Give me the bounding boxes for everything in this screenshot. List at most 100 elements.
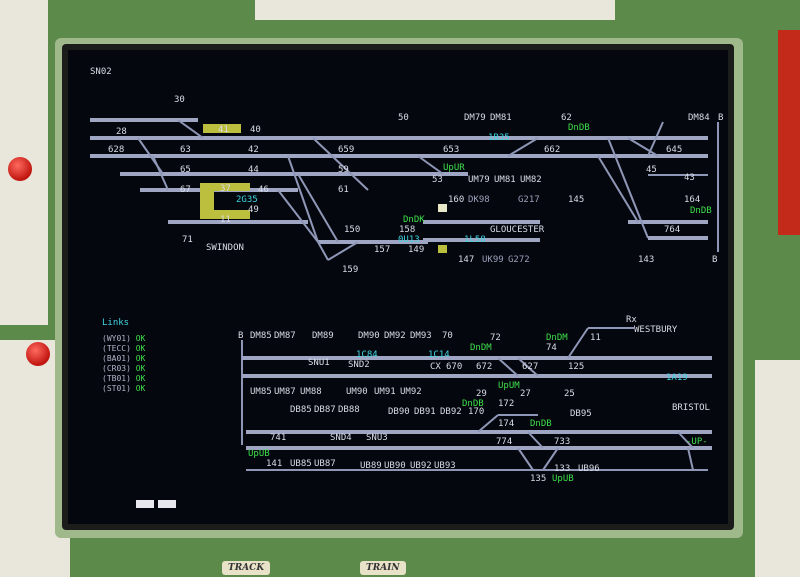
signal-label: 53	[432, 175, 443, 185]
signal-label: G217	[518, 195, 540, 205]
signal-label: SNU1	[308, 358, 330, 368]
platform-text: -UP-	[686, 437, 708, 447]
boundary-label: B	[712, 255, 717, 265]
signal-label: 67	[180, 185, 191, 195]
signal-label: 74	[546, 343, 557, 353]
signal-label: DB92	[440, 407, 462, 417]
signal-label: DB87	[314, 405, 336, 415]
train-description: 1C84	[356, 350, 378, 360]
signal-label: Rx	[626, 315, 637, 325]
signal-label: 628	[108, 145, 124, 155]
signal-label: 49	[248, 205, 259, 215]
signal-label: 125	[568, 362, 584, 372]
signal-label: UM92	[400, 387, 422, 397]
station-name: WESTBURY	[634, 325, 678, 335]
signal-label: 30	[174, 95, 185, 105]
signal-label: 62	[561, 113, 572, 123]
signal-label: DnDB	[530, 419, 552, 429]
signal-label: 46	[258, 185, 269, 195]
link-code: (CR03)	[102, 364, 131, 373]
link-status: OK	[135, 354, 146, 363]
signal-label: DB91	[414, 407, 436, 417]
signal-label: UM90	[346, 387, 368, 397]
signal-label: DnDB	[690, 206, 712, 216]
signal-label: 158	[399, 225, 415, 235]
signal-label: 774	[496, 437, 512, 447]
link-status: OK	[135, 384, 146, 393]
signal-label: DM84	[688, 113, 710, 123]
link-status: OK	[135, 344, 146, 353]
signal-label: 662	[544, 145, 560, 155]
signal-label: UB92	[410, 461, 432, 471]
signal-label: UM88	[300, 387, 322, 397]
train-description: 1L58	[464, 235, 486, 245]
signal-label: UpUR	[443, 163, 465, 173]
signal-label: 764	[664, 225, 680, 235]
signal-label: 164	[684, 195, 700, 205]
signal-label: 141	[266, 459, 282, 469]
signal-label: CX	[430, 362, 441, 372]
paper-note-top	[255, 0, 615, 20]
signal-label: 160	[448, 195, 464, 205]
signal-label: 672	[476, 362, 492, 372]
lower-labels: B DM85 DM87 DM89 DM90 DM92 DM93 70 72 Dn…	[238, 315, 710, 484]
signal-label: DM89	[312, 331, 334, 341]
link-code: (ST01)	[102, 384, 131, 393]
signal-label: G272	[508, 255, 530, 265]
signal-label: SNU3	[366, 433, 388, 443]
boundary-label: B	[718, 113, 723, 123]
signal-label: 143	[638, 255, 654, 265]
signal-label: 135	[530, 474, 546, 484]
signal-label: UM91	[374, 387, 396, 397]
link-status: OK	[135, 334, 146, 343]
signal-label: UpUM	[498, 381, 520, 391]
signal-label: DnDM	[470, 343, 492, 353]
signal-label: UB89	[360, 461, 382, 471]
signal-label: DM79	[464, 113, 486, 123]
link-item: (WY01) OK	[102, 334, 145, 344]
occupied-track-section	[438, 245, 447, 253]
track-diagram: SN02 30 50 DM79 DM81 62 DnDB DM84 B 28 4…	[90, 67, 723, 484]
signal-label: UM79	[468, 175, 490, 185]
signal-label: DB85	[290, 405, 312, 415]
signal-label: DnDB	[462, 399, 484, 409]
signal-label: SND4	[330, 433, 352, 443]
signal-label: DM85	[250, 331, 272, 341]
signal-label: 25	[564, 389, 575, 399]
signal-label: DnDK	[403, 215, 425, 225]
signal-label: 627	[522, 362, 538, 372]
red-strip-right	[778, 30, 800, 235]
occupied-track-section	[203, 124, 241, 133]
signal-label: 63	[180, 145, 191, 155]
signal-label: UM87	[274, 387, 296, 397]
paper-note-right	[755, 360, 800, 577]
signal-label: 40	[250, 125, 261, 135]
link-code: (TB01)	[102, 374, 131, 383]
link-item: (TB01) OK	[102, 374, 145, 384]
signal-label: 59	[338, 165, 349, 175]
upper-labels: SN02 30 50 DM79 DM81 62 DnDB DM84 B 28 4…	[90, 67, 723, 275]
train-description: 1A19	[666, 373, 688, 383]
status-indicator	[158, 500, 176, 508]
train-description: 2G35	[236, 195, 258, 205]
links-title: Links	[102, 318, 130, 328]
signal-label: 157	[374, 245, 390, 255]
signal-label: 71	[182, 235, 193, 245]
push-pin-icon	[26, 342, 50, 366]
lower-tracks	[241, 327, 712, 471]
signal-label: UB85	[290, 459, 312, 469]
train-sticker: TRAIN	[360, 561, 406, 575]
signal-label: 149	[408, 245, 424, 255]
signal-label: UB87	[314, 459, 336, 469]
signal-label: 27	[520, 389, 531, 399]
signal-label: 44	[248, 165, 259, 175]
link-item: (TECC) OK	[102, 344, 145, 354]
signal-label: DB88	[338, 405, 360, 415]
signal-label: UB90	[384, 461, 406, 471]
link-code: (BA01)	[102, 354, 131, 363]
signal-label: 11	[220, 215, 231, 225]
signal-label: 29	[476, 389, 487, 399]
signal-label: DM87	[274, 331, 296, 341]
station-name: GLOUCESTER	[490, 225, 545, 235]
train-description: 0U13	[398, 235, 420, 245]
